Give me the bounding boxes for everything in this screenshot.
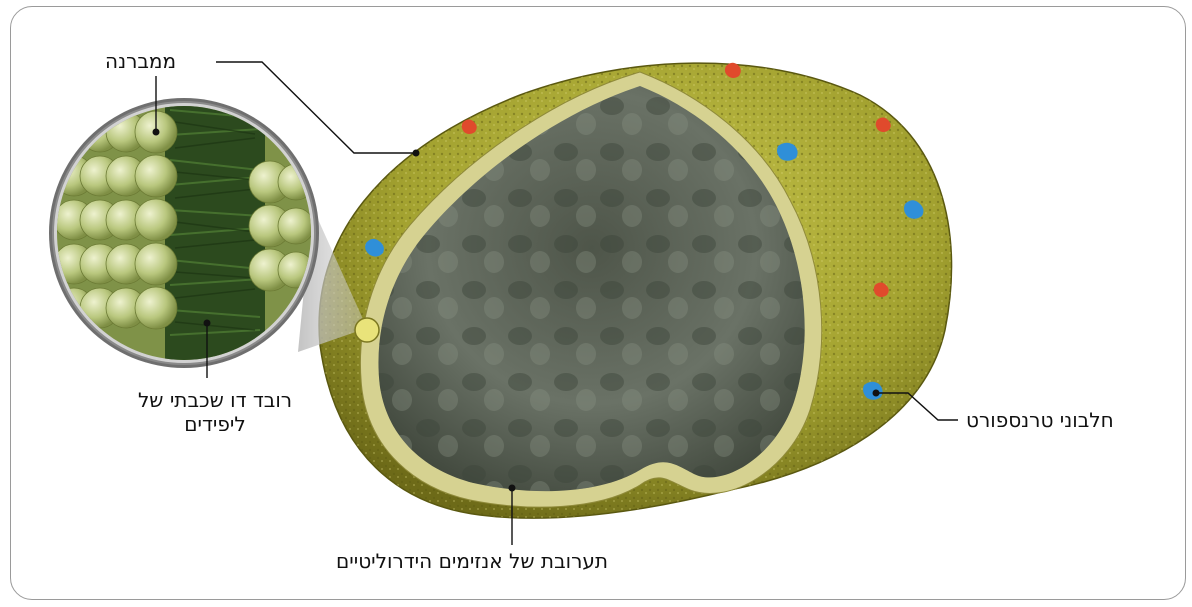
magnified-spot (355, 318, 379, 342)
label-hydrolytic-enzymes: תערובת של אנזימים הידרוליטיים (336, 549, 608, 573)
leader-dot-head (153, 129, 160, 136)
lipid-bilayer-zoom (49, 98, 320, 370)
leader-dot-bilayer (204, 320, 211, 327)
leader-dot-enzymes (509, 485, 516, 492)
leader-dot-membrane (413, 150, 420, 157)
lysosome (319, 63, 952, 518)
label-transport-proteins: חלבוני טרנספורט (966, 408, 1114, 432)
leader-dot-transport (873, 390, 880, 397)
label-lipid-bilayer: רובד דו שכבתי של ליפידים (130, 388, 300, 436)
label-membrane: ממברנה (105, 49, 176, 73)
